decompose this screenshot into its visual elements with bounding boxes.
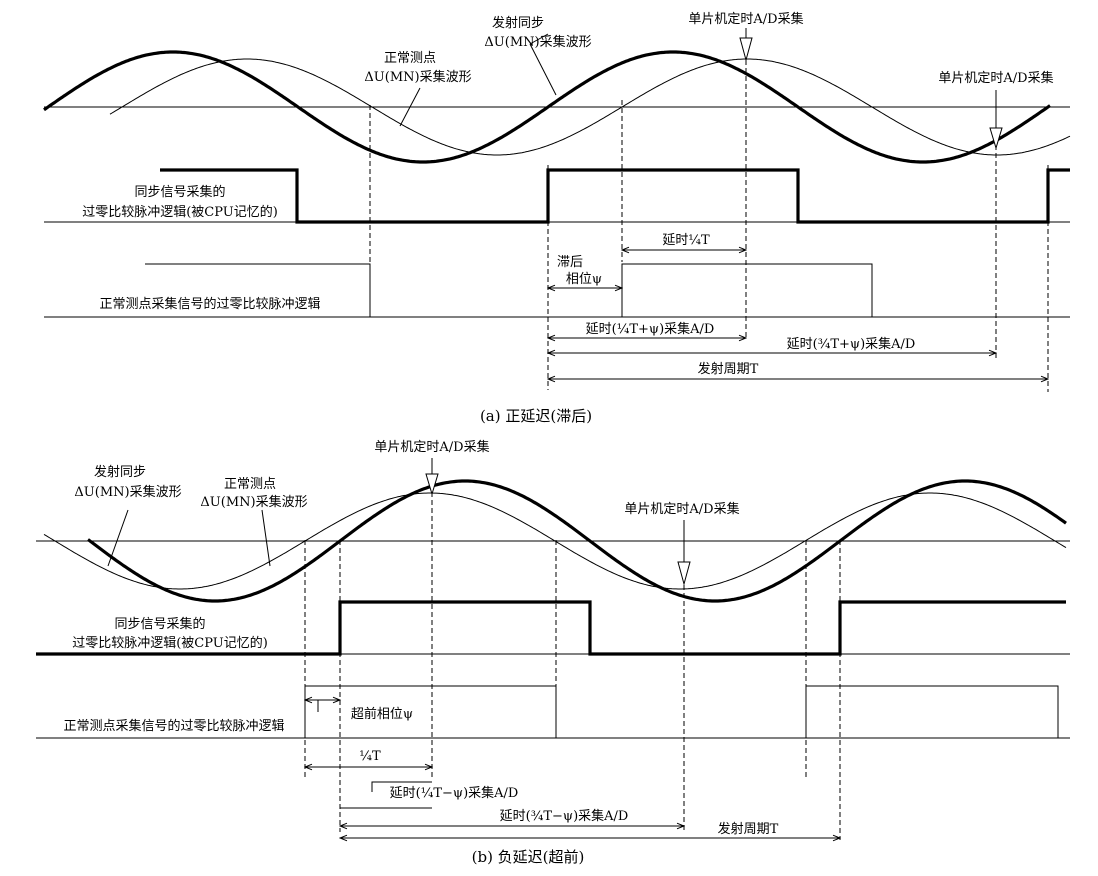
a-label-sync-pulse-1: 同步信号采集的	[134, 184, 225, 200]
b-label-normal-pulse: 正常测点采集信号的过零比较脉冲逻辑	[63, 718, 284, 734]
b-caption: (b) 负延迟(超前)	[472, 848, 585, 866]
panel-b: 发射同步 ΔU(MN)采集波形 正常测点 ΔU(MN)采集波形 单片机定时A/D…	[36, 439, 1070, 866]
b-label-sync-2: ΔU(MN)采集波形	[74, 484, 181, 500]
a-caption: (a) 正延迟(滞后)	[480, 407, 592, 425]
a-label-period: 发射周期T	[698, 361, 759, 377]
b-label-normal-1: 正常测点	[224, 477, 276, 492]
a-label-delay-quarter-plus: 延时(¼T+ψ)采集A/D	[586, 321, 715, 337]
b-label-lead: 超前相位ψ	[351, 706, 413, 722]
b-normal-point-waveform	[43, 492, 1067, 590]
a-label-normal-2: ΔU(MN)采集波形	[364, 69, 471, 85]
a-label-sync-pulse-2: 过零比较脉冲逻辑(被CPU记忆的)	[82, 204, 278, 220]
a-sample-arrow-1	[739, 28, 753, 62]
a-leader-sync	[529, 33, 549, 45]
a-label-normal-pulse: 正常测点采集信号的过零比较脉冲逻辑	[99, 296, 320, 312]
b-label-delay-three-quarter-minus: 延时(¾T−ψ)采集A/D	[500, 808, 629, 824]
b-sample-arrow-2	[677, 520, 691, 586]
b-label-sync-pulse-2: 过零比较脉冲逻辑(被CPU记忆的)	[72, 635, 268, 651]
b-label-quarter: ¼T	[359, 749, 381, 764]
b-sample-arrow-1	[425, 458, 439, 496]
a-leader-normal	[399, 87, 421, 127]
b-sync-waveform	[87, 479, 1067, 603]
a-sync-waveform	[43, 50, 1051, 164]
a-label-lag-2: 相位ψ	[566, 272, 602, 287]
a-normal-pulse-logic	[145, 263, 873, 318]
a-label-delay-quarter: 延时¼T	[662, 233, 710, 248]
a-label-sync-2: ΔU(MN)采集波形	[484, 34, 591, 50]
a-label-normal-1: 正常测点	[384, 51, 436, 66]
a-normal-point-waveform	[109, 58, 1071, 156]
a-label-mcu-1: 单片机定时A/D采集	[688, 11, 803, 27]
b-normal-pulse-logic	[304, 685, 1059, 739]
b-label-delay-quarter-minus: 延时(¼T−ψ)采集A/D	[390, 785, 519, 801]
b-label-sync-1: 发射同步	[94, 464, 146, 480]
b-label-mcu-1: 单片机定时A/D采集	[374, 439, 489, 455]
a-label-delay-three-quarter-plus: 延时(¾T+ψ)采集A/D	[787, 336, 916, 352]
a-sample-arrow-2	[989, 90, 1003, 150]
b-label-mcu-2: 单片机定时A/D采集	[624, 501, 739, 517]
b-leader-sync	[107, 509, 129, 567]
a-label-lag-1: 滞后	[557, 255, 583, 270]
panel-a: 发射同步 ΔU(MN)采集波形 正常测点 ΔU(MN)采集波形 单片机定时A/D…	[43, 11, 1071, 425]
a-label-sync-1: 发射同步	[492, 15, 544, 31]
a-sync-pulse-logic	[160, 168, 1070, 224]
b-label-period: 发射周期T	[718, 821, 779, 837]
a-label-mcu-2: 单片机定时A/D采集	[938, 70, 1053, 86]
b-label-sync-pulse-1: 同步信号采集的	[114, 616, 205, 632]
b-dim-quarter-minus-bracket	[371, 781, 432, 792]
a-leader-sync-2	[529, 43, 557, 96]
b-leader-normal	[261, 509, 271, 567]
b-label-normal-2: ΔU(MN)采集波形	[200, 494, 307, 510]
